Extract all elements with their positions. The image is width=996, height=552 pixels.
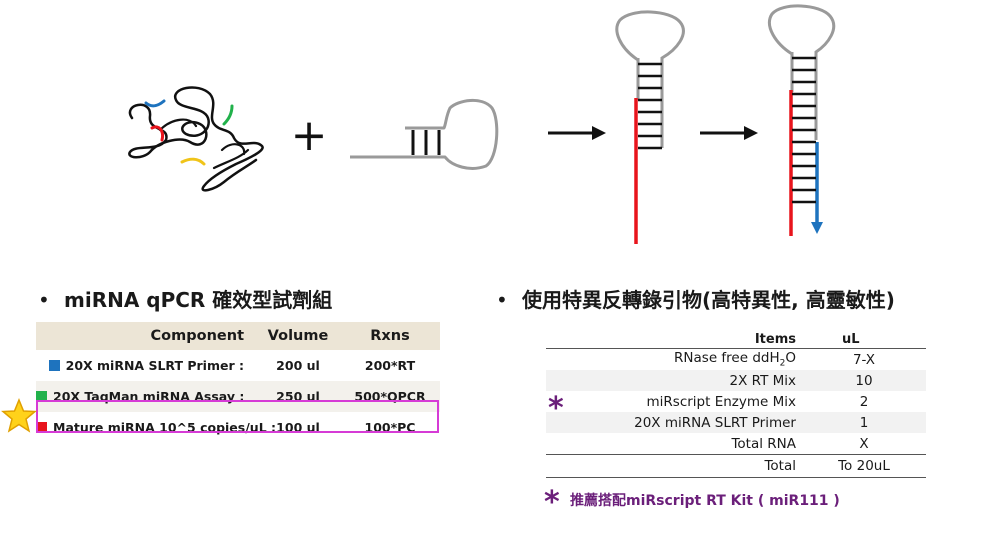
header-volume: Volume — [267, 328, 329, 344]
product-rungs — [792, 56, 816, 204]
bullet-dot: • — [496, 288, 508, 312]
rt-reaction-table: Items uL RNase free ddH2O 7-X 2X RT Mix … — [546, 330, 926, 478]
table-row: RNase free ddH2O 7-X — [546, 349, 926, 370]
rt-table-header: Items uL — [546, 330, 926, 349]
component-volume: 200 ul — [276, 358, 320, 373]
asterisk-mark: * — [544, 485, 560, 520]
recommend-note: 推薦搭配miRscript RT Kit ( miR111 ) — [570, 493, 840, 509]
left-bullet-text: miRNA qPCR 確效型試劑組 — [64, 288, 333, 312]
bullet-dot: • — [38, 288, 50, 312]
star-icon — [1, 398, 37, 433]
primer-loop — [350, 99, 499, 170]
rt-value: 1 — [859, 414, 869, 431]
rt-item: RNase free ddH2O — [674, 350, 796, 369]
mirna-rt-diagram: + — [128, 4, 836, 244]
right-bullet-text: 使用特異反轉錄引物(高特異性, 高靈敏性) — [522, 288, 895, 312]
red-swatch-icon — [36, 422, 47, 433]
header-component: Component — [150, 328, 244, 344]
yellow-strand — [180, 157, 206, 166]
rna-tangle — [128, 86, 264, 192]
left-bullet-heading: • miRNA qPCR 確效型試劑組 — [38, 284, 332, 313]
component-rxns: 200*RT — [364, 358, 416, 373]
extension-arrowhead — [811, 222, 823, 234]
plus-sign: + — [291, 110, 328, 161]
total-row: Total To 20uL — [546, 454, 926, 478]
rt-value: 2 — [859, 393, 869, 410]
component-label: 20X miRNA SLRT Primer : — [65, 358, 244, 373]
product-loop — [768, 4, 836, 140]
header-ul: uL — [842, 331, 860, 347]
header-items: Items — [754, 331, 796, 347]
rna-tangle-2 — [158, 118, 250, 170]
rt-item: 2X RT Mix — [729, 372, 796, 389]
table-row: 2X RT Mix 10 — [546, 370, 926, 391]
highlight-box — [36, 400, 439, 433]
red-strand — [150, 125, 164, 142]
rt-value: X — [859, 435, 869, 452]
table-row: miRscript Enzyme Mix 2 — [546, 391, 926, 412]
rt-extension-icon — [768, 4, 836, 236]
arrow-right-icon — [548, 126, 606, 140]
table-row: 20X miRNA SLRT Primer 1 — [546, 412, 926, 433]
rna-mixture-icon — [128, 86, 264, 192]
hairpin-rungs — [638, 62, 662, 150]
right-bullet-heading: • 使用特異反轉錄引物(高特異性, 高靈敏性) — [496, 284, 895, 313]
blue-strand — [144, 99, 166, 108]
green-strand — [222, 104, 234, 126]
rt-value: 7-X — [852, 351, 876, 368]
component-table-header: Component Volume Rxns — [36, 322, 440, 350]
stem-loop-primer-icon — [350, 99, 499, 170]
table-row: 20X miRNA SLRT Primer : 200 ul 200*RT — [36, 350, 440, 381]
arrow-right-icon — [700, 126, 758, 140]
rt-value: 10 — [855, 372, 873, 389]
rt-item: miRscript Enzyme Mix — [646, 393, 797, 410]
table-row: Total RNA X — [546, 433, 926, 454]
total-label: Total — [764, 458, 796, 474]
total-value: To 20uL — [838, 458, 890, 474]
asterisk-mark: * — [548, 391, 564, 426]
header-rxns: Rxns — [370, 328, 410, 344]
blue-swatch-icon — [48, 360, 60, 371]
rt-item: Total RNA — [731, 435, 796, 452]
component-table: Component Volume Rxns 20X miRNA SLRT Pri… — [36, 322, 440, 443]
hairpin-loop — [615, 10, 685, 148]
rt-item: 20X miRNA SLRT Primer — [634, 414, 796, 431]
annealed-hairpin-icon — [615, 10, 685, 244]
green-swatch-icon — [36, 391, 47, 402]
